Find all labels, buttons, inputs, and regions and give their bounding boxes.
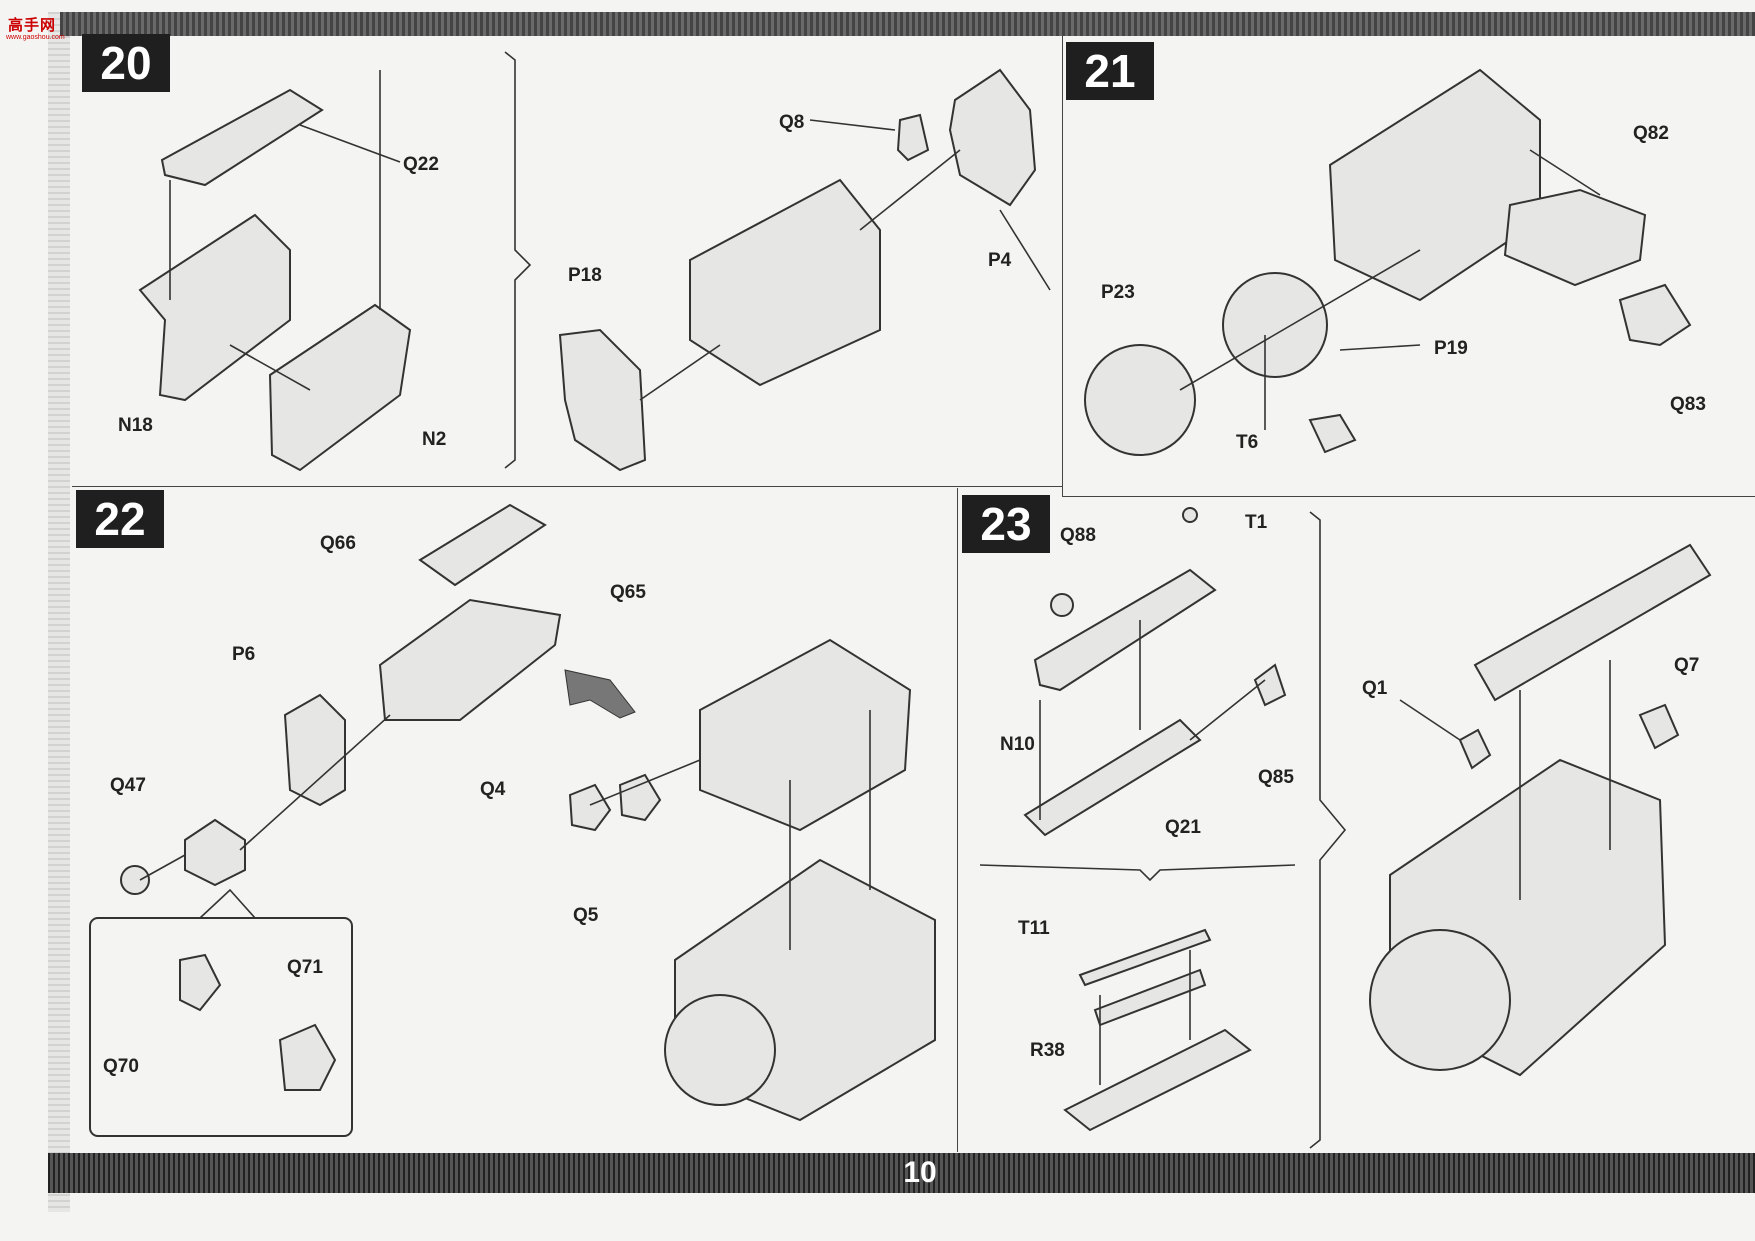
part-engine-21: [1328, 68, 1541, 302]
bottom-band: [48, 1153, 1755, 1193]
part-q47: [120, 865, 150, 895]
part-r38: [1093, 968, 1207, 1027]
detail-inset-box: [89, 917, 353, 1137]
page-number: 10: [903, 1156, 937, 1189]
label-p18: P18: [568, 265, 602, 286]
label-q4: Q4: [480, 779, 506, 800]
step-22-panel: [72, 488, 958, 1152]
label-p6: P6: [232, 644, 256, 665]
watermark-url: www.gaoshou.com: [6, 34, 65, 41]
part-q88: [1050, 593, 1074, 617]
part-n18: [138, 213, 291, 402]
label-q70: Q70: [103, 1056, 139, 1077]
label-q82: Q82: [1633, 123, 1669, 144]
part-q7: [1638, 703, 1680, 750]
label-n2: N2: [422, 429, 447, 450]
part-q4: [568, 783, 612, 832]
binding-edge: [48, 12, 70, 1212]
watermark-text: 高手网: [8, 17, 57, 34]
label-q65: Q65: [610, 582, 646, 603]
part-n10: [1033, 568, 1217, 692]
part-engine-block-20: [689, 178, 881, 387]
part-q65: [378, 598, 562, 721]
step-21-panel: [1062, 36, 1755, 497]
part-t11: [1078, 928, 1212, 987]
direction-arrow: [564, 669, 636, 719]
part-q71: [278, 1023, 337, 1091]
part-q70: [179, 953, 222, 1012]
label-p4: P4: [988, 250, 1012, 271]
part-q82: [1503, 188, 1647, 287]
part-p4: [948, 68, 1037, 207]
part-q85: [1253, 663, 1287, 707]
part-t6: [1308, 413, 1357, 454]
part-flywheel-23: [1369, 929, 1511, 1071]
label-n10: N10: [1000, 734, 1035, 755]
part-q8: [896, 113, 930, 162]
part-p6: [283, 693, 346, 807]
watermark-logo: 高手网 www.gaoshou.com: [2, 6, 72, 41]
part-p23: [1084, 344, 1196, 456]
label-q83: Q83: [1670, 394, 1706, 415]
part-q22: [160, 88, 324, 187]
label-q85: Q85: [1258, 767, 1294, 788]
label-q7: Q7: [1674, 655, 1700, 676]
part-p18: [558, 328, 647, 472]
step-22-number: 22: [76, 490, 164, 548]
label-q71: Q71: [287, 957, 323, 978]
part-head-top-23: [1473, 543, 1712, 702]
part-t1: [1182, 507, 1198, 523]
part-n2: [268, 303, 412, 472]
label-q66: Q66: [320, 533, 356, 554]
label-t11: T11: [1018, 918, 1050, 939]
part-assembly-22: [699, 638, 912, 832]
step-20-panel: [72, 36, 1062, 487]
label-n18: N18: [118, 415, 153, 436]
label-q5: Q5: [573, 905, 599, 926]
label-p19: P19: [1434, 338, 1468, 359]
label-t6: T6: [1236, 432, 1259, 453]
top-band: [60, 12, 1755, 36]
part-q1: [1458, 728, 1492, 770]
part-head-23: [1063, 1028, 1252, 1132]
part-q21: [1023, 718, 1202, 837]
part-flywheel-22: [664, 994, 776, 1106]
part-p19: [1222, 272, 1328, 378]
part-q5: [618, 773, 662, 822]
step-20-number: 20: [82, 34, 170, 92]
label-q8: Q8: [779, 112, 805, 133]
part-q47-housing: [184, 818, 246, 887]
label-r38: R38: [1030, 1040, 1065, 1061]
label-p23: P23: [1101, 282, 1135, 303]
label-q22: Q22: [403, 154, 439, 175]
step-23-number: 23: [962, 495, 1050, 553]
label-q1: Q1: [1362, 678, 1388, 699]
label-q88: Q88: [1060, 525, 1096, 546]
label-t1: T1: [1245, 512, 1268, 533]
part-q66: [418, 503, 547, 587]
label-q21: Q21: [1165, 817, 1201, 838]
step-21-number: 21: [1066, 42, 1154, 100]
part-q83: [1618, 283, 1692, 347]
label-q47: Q47: [110, 775, 146, 796]
